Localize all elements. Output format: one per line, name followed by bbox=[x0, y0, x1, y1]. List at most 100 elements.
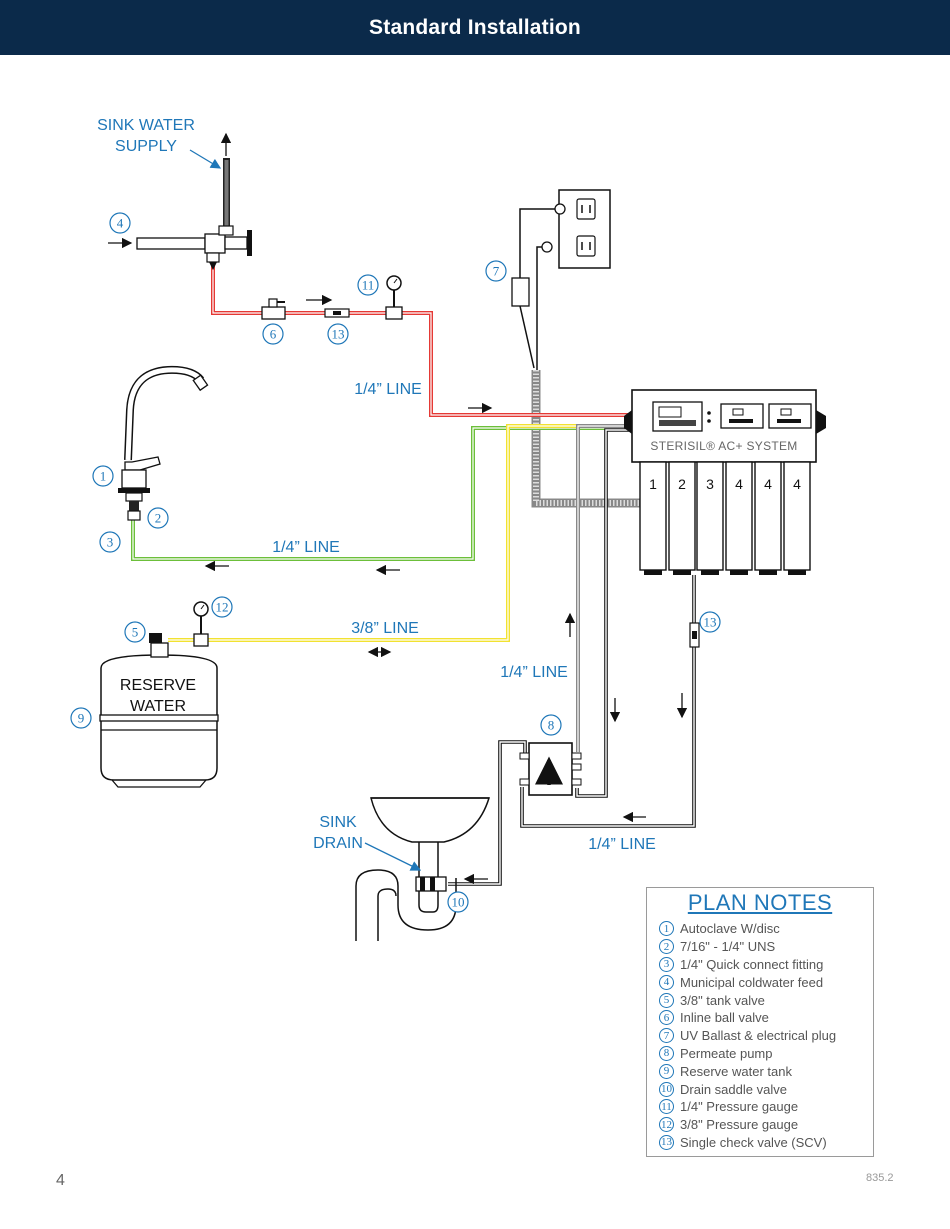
callout-3: 3 bbox=[99, 531, 121, 553]
callout-number: 13 bbox=[704, 615, 717, 630]
sterisil-system-unit bbox=[624, 389, 826, 463]
electrical-outlet bbox=[558, 189, 611, 269]
callout-6: 6 bbox=[262, 323, 284, 345]
plan-note-item: 11 1/4" Pressure gauge bbox=[659, 1098, 873, 1116]
plan-note-item: 10 Drain saddle valve bbox=[659, 1080, 873, 1098]
plan-note-number: 9 bbox=[659, 1063, 674, 1079]
plan-note-text: 1/4" Pressure gauge bbox=[680, 1099, 799, 1115]
plan-note-text: Single check valve (SCV) bbox=[680, 1134, 827, 1150]
sink-drain-label-2: DRAIN bbox=[313, 835, 363, 852]
filter-label: 1 bbox=[649, 476, 657, 492]
filter-label: 4 bbox=[764, 476, 772, 492]
callout-number: 3 bbox=[107, 535, 114, 550]
callout-7: 7 bbox=[485, 260, 507, 282]
filter-label: 2 bbox=[678, 476, 686, 492]
feed-check-valve bbox=[324, 308, 350, 318]
plan-note-text: Reserve water tank bbox=[680, 1063, 792, 1079]
plan-note-number: 3 bbox=[659, 956, 674, 972]
callout-number: 2 bbox=[155, 511, 162, 526]
inline-ball-valve bbox=[261, 298, 286, 320]
filter-cartridge: 2 bbox=[668, 461, 696, 575]
sink-basin bbox=[370, 797, 491, 843]
filter-cartridge: 3 bbox=[696, 461, 724, 575]
faucet bbox=[118, 365, 209, 521]
plan-note-text: Municipal coldwater feed bbox=[680, 974, 824, 990]
plan-notes-title: PLAN NOTES bbox=[687, 890, 833, 915]
product-line-size-label: 1/4” LINE bbox=[272, 539, 340, 556]
filter-cartridge: 4 bbox=[725, 461, 753, 575]
filter-label: 3 bbox=[706, 476, 714, 492]
plan-note-number: 13 bbox=[659, 1134, 674, 1150]
page-number: 4 bbox=[56, 1172, 65, 1189]
plan-note-number: 4 bbox=[659, 974, 674, 990]
sink-water-supply-label-1: SINK WATER bbox=[97, 117, 195, 134]
uv-cable bbox=[531, 370, 640, 508]
plan-note-text: 3/8" tank valve bbox=[680, 992, 765, 1008]
callout-number: 6 bbox=[270, 327, 277, 342]
drain-check-valve bbox=[689, 622, 700, 648]
supply-hose bbox=[220, 132, 232, 228]
supply-valve bbox=[136, 225, 252, 270]
filter-cartridge: 4 bbox=[783, 461, 811, 575]
plan-note-text: UV Ballast & electrical plug bbox=[680, 1028, 837, 1044]
plan-note-text: 1/4" Quick connect fitting bbox=[680, 956, 824, 972]
plan-note-item: 9 Reserve water tank bbox=[659, 1062, 873, 1080]
callout-13: 13 bbox=[327, 323, 349, 345]
power-cord bbox=[519, 203, 566, 370]
callout-number: 11 bbox=[362, 278, 375, 293]
plan-note-item: 6 Inline ball valve bbox=[659, 1009, 873, 1027]
plan-note-number: 5 bbox=[659, 992, 674, 1008]
plan-note-number: 6 bbox=[659, 1010, 674, 1026]
sink-drain-label-1: SINK bbox=[319, 814, 357, 831]
plan-note-number: 10 bbox=[659, 1081, 674, 1097]
permeate-pump bbox=[519, 742, 582, 796]
plan-note-text: Drain saddle valve bbox=[680, 1081, 787, 1097]
callout-8: 8 bbox=[540, 714, 562, 736]
callout-13: 13 bbox=[699, 611, 721, 633]
callout-10: 10 bbox=[447, 891, 469, 913]
filter-cartridge: 4 bbox=[754, 461, 782, 575]
plan-note-number: 12 bbox=[659, 1117, 674, 1133]
callout-12: 12 bbox=[211, 596, 233, 618]
callout-number: 5 bbox=[132, 625, 139, 640]
drain-line-size-label: 1/4” LINE bbox=[588, 836, 656, 853]
callout-number: 12 bbox=[216, 600, 229, 615]
drain-trap bbox=[355, 842, 457, 941]
callout-number: 4 bbox=[117, 216, 124, 231]
callout-2: 2 bbox=[147, 507, 169, 529]
pump-to-drain-line bbox=[448, 740, 527, 886]
supply-leader bbox=[189, 149, 222, 169]
callout-number: 9 bbox=[78, 711, 85, 726]
callout-number: 1 bbox=[100, 469, 107, 484]
callout-number: 7 bbox=[493, 264, 500, 279]
callout-4: 4 bbox=[109, 212, 131, 234]
plan-note-number: 1 bbox=[659, 921, 674, 937]
plan-note-number: 11 bbox=[659, 1099, 674, 1115]
reserve-water-label-2: WATER bbox=[130, 698, 186, 715]
plan-note-text: Permeate pump bbox=[680, 1045, 773, 1061]
flow-arrows bbox=[204, 294, 688, 885]
callout-number: 10 bbox=[452, 895, 465, 910]
callout-1: 1 bbox=[92, 465, 114, 487]
callout-number: 13 bbox=[332, 327, 345, 342]
filter-cartridge: 1 bbox=[639, 461, 667, 575]
drain-line bbox=[520, 575, 696, 828]
plan-note-number: 2 bbox=[659, 939, 674, 955]
page-title: Standard Installation bbox=[369, 15, 581, 39]
reserve-tank bbox=[99, 633, 219, 788]
feed-line-size-label: 1/4” LINE bbox=[354, 381, 422, 398]
plan-note-text: Inline ball valve bbox=[680, 1010, 769, 1026]
plan-note-item: 5 3/8" tank valve bbox=[659, 991, 873, 1009]
callout-number: 8 bbox=[548, 718, 555, 733]
feed-pressure-gauge bbox=[385, 275, 403, 320]
system-name-label: STERISIL® AC+ SYSTEM bbox=[650, 439, 797, 453]
page-header: Standard Installation bbox=[0, 0, 950, 55]
callout-5: 5 bbox=[124, 621, 146, 643]
